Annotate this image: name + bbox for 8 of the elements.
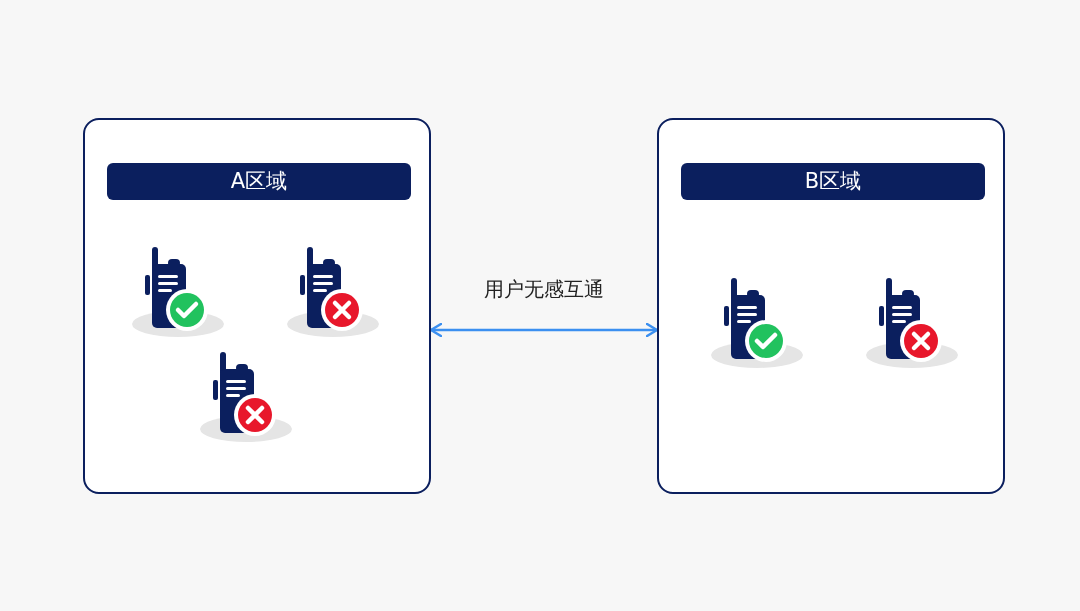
region-panel [657,118,1005,494]
double-arrow [429,322,659,338]
region-panel [83,118,431,494]
region-title: A区域 [230,171,288,192]
region-header [107,163,411,200]
region-header [681,163,985,200]
edge-label: 用户无感互通 [484,279,604,299]
region-title: B区域 [804,171,862,192]
